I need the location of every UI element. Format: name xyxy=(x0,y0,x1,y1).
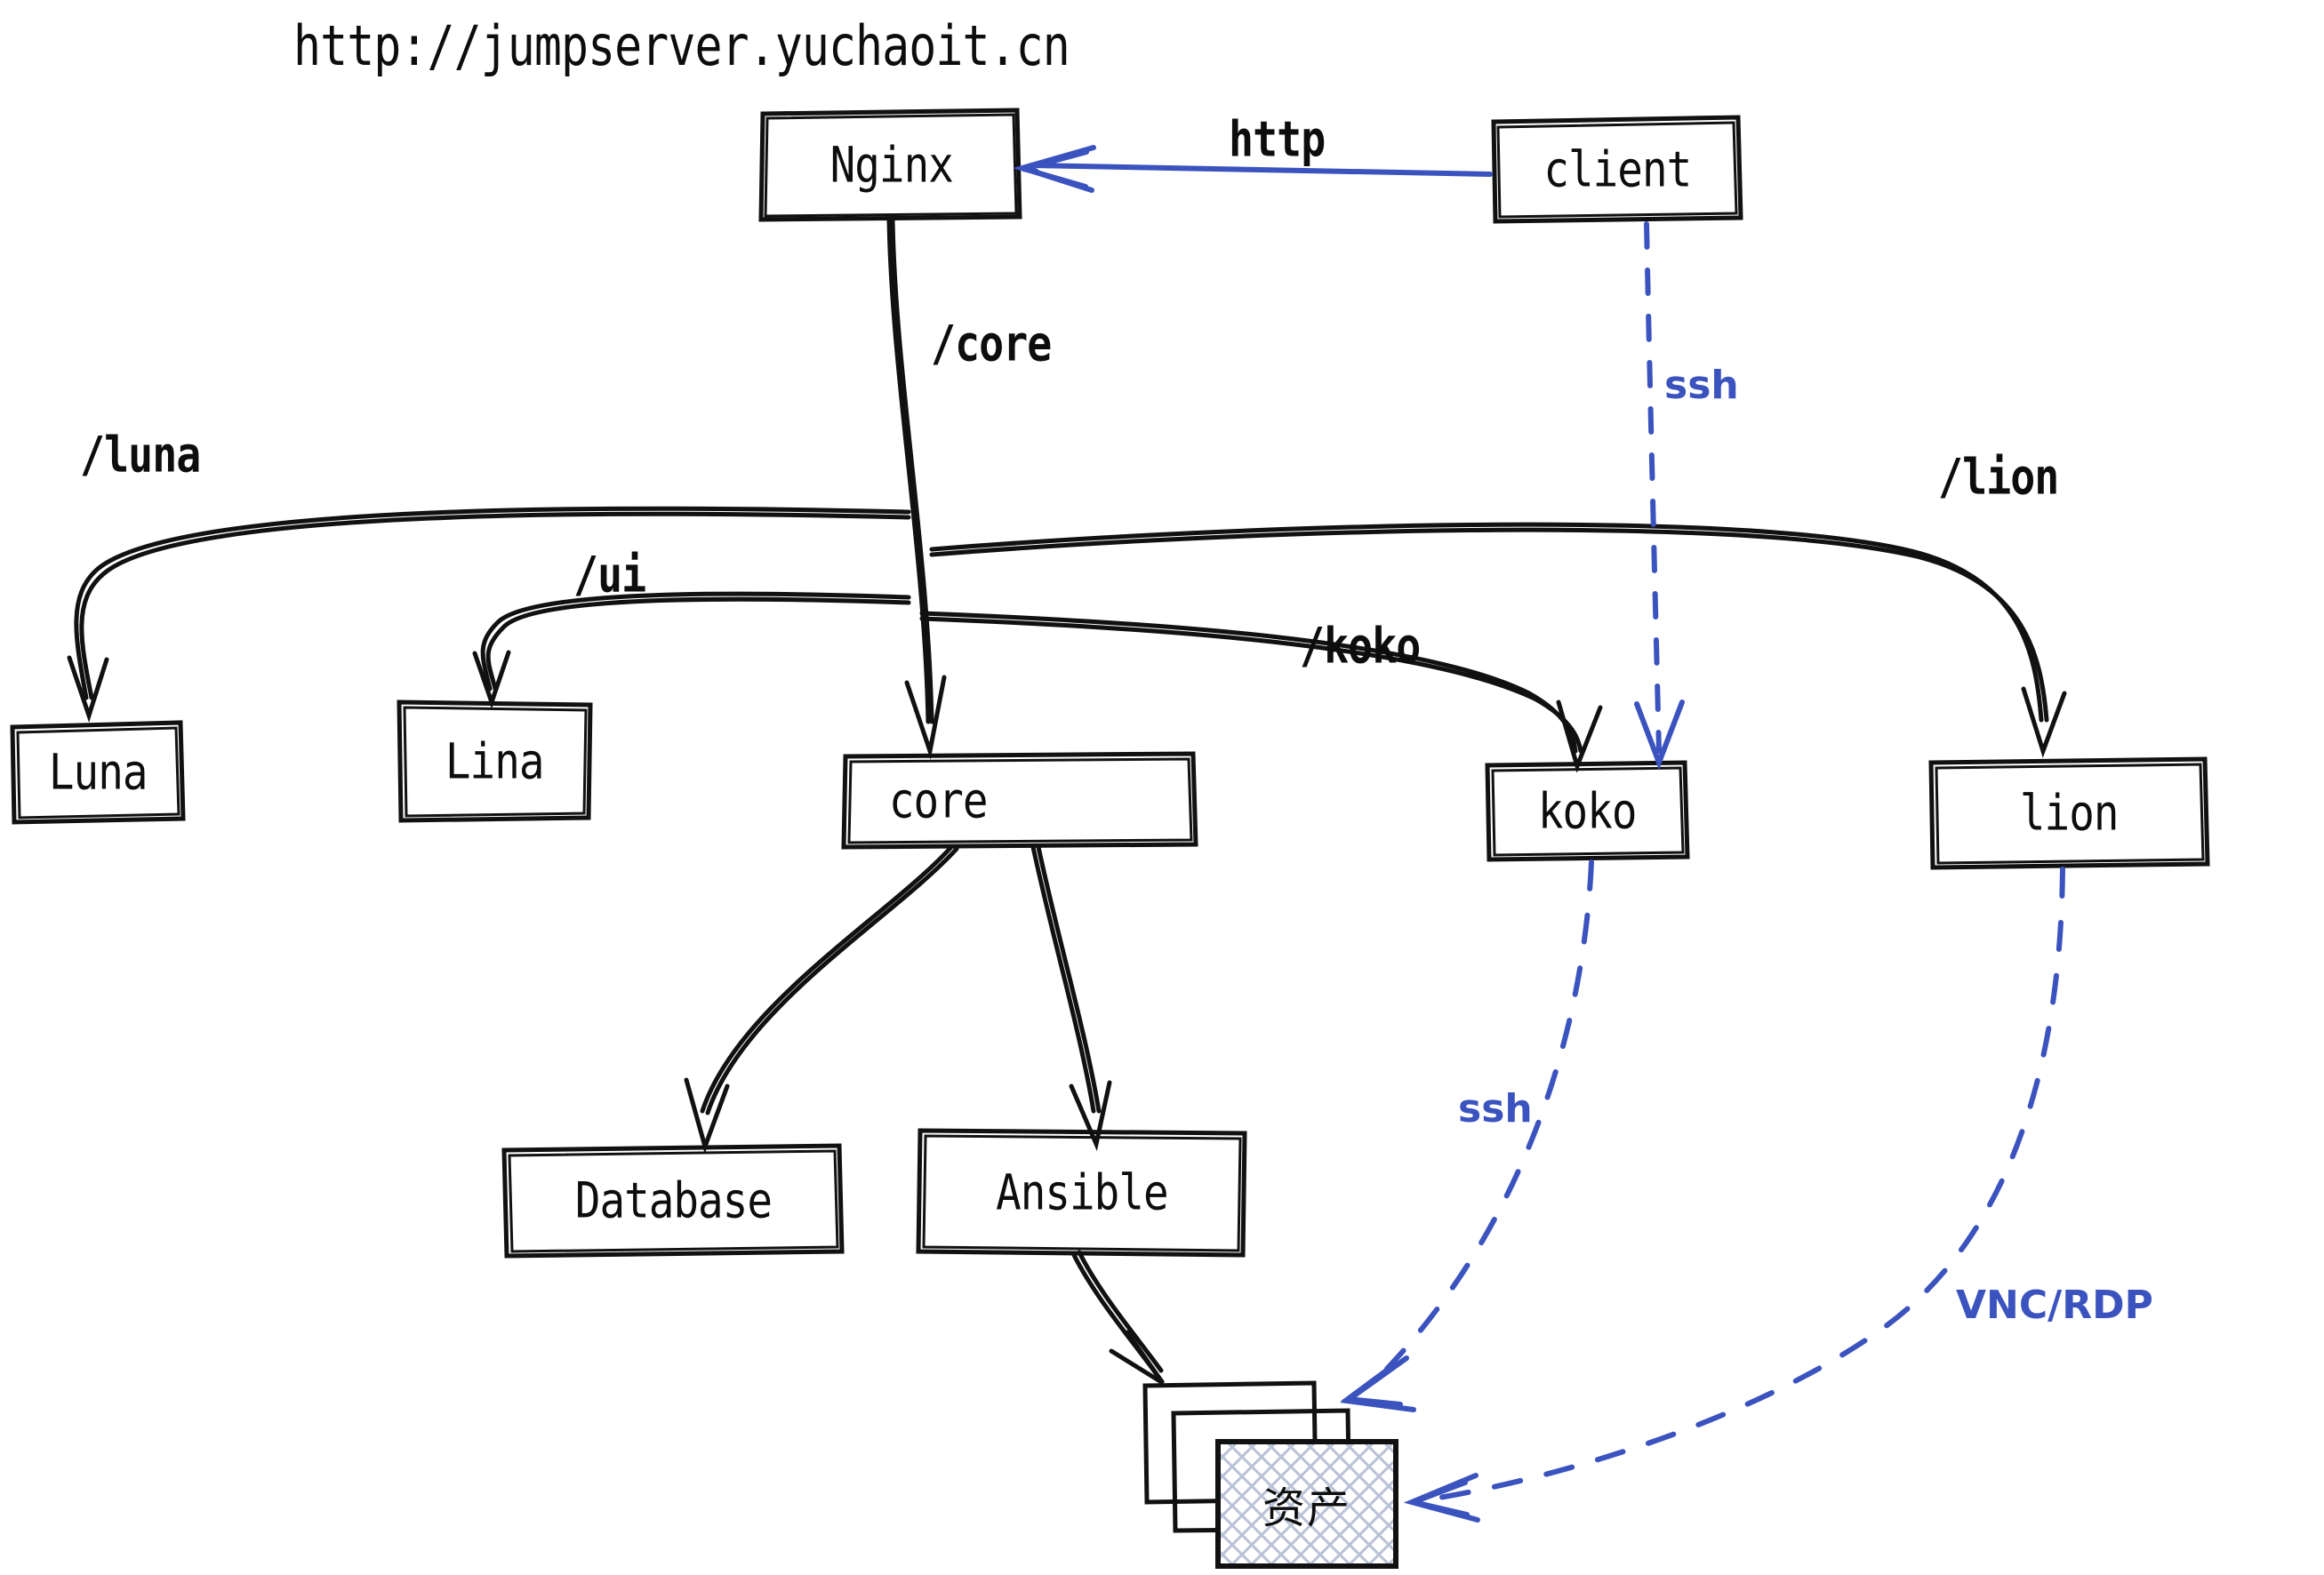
node-text-luna: Luna xyxy=(48,744,148,801)
node-text-client: client xyxy=(1543,140,1692,198)
node-box-lina[interactable] xyxy=(397,700,593,823)
node-label-ansible[interactable]: Ansible xyxy=(918,1131,1245,1255)
node-label-luna[interactable]: Luna xyxy=(12,723,183,822)
node-label-assets[interactable]: 资产 xyxy=(1218,1442,1396,1566)
edge-label-koko: /koko xyxy=(1300,618,1421,675)
node-box-database[interactable] xyxy=(501,1143,845,1259)
edge-core-ansible xyxy=(1030,844,1112,1152)
edge-label-ui: /ui xyxy=(573,547,646,604)
edge-label-http: http xyxy=(1229,111,1326,168)
edge-core-database xyxy=(684,844,959,1155)
node-text-lion: lion xyxy=(2020,785,2120,842)
node-label-database[interactable]: Database xyxy=(504,1146,842,1256)
node-text-nginx: Nginx xyxy=(829,136,954,194)
node-text-assets: 资产 xyxy=(1262,1483,1351,1533)
edge-nginx-luna xyxy=(67,506,911,724)
node-box-nginx[interactable] xyxy=(758,108,1022,222)
node-text-database: Database xyxy=(574,1172,772,1229)
node-text-lina: Lina xyxy=(445,732,545,790)
edge-lion-assets-vncrdp-arrow xyxy=(1403,1473,1480,1523)
edge-koko-assets-ssh xyxy=(1384,859,1594,1371)
node-label-lion[interactable]: lion xyxy=(1931,759,2208,867)
edge-client-koko-ssh xyxy=(1644,221,1662,754)
node-label-client[interactable]: client xyxy=(1494,117,1741,221)
node-text-ansible: Ansible xyxy=(995,1164,1168,1221)
edge-label-ssh-client: ssh xyxy=(1664,363,1739,408)
edge-nginx-lina xyxy=(472,591,911,709)
node-label-nginx[interactable]: Nginx xyxy=(763,110,1021,220)
node-label-lina[interactable]: Lina xyxy=(399,702,590,820)
node-text-koko: koko xyxy=(1538,782,1638,840)
edge-koko-assets-ssh-arrow xyxy=(1340,1355,1416,1412)
edge-nginx-lion xyxy=(929,522,2067,758)
node-box-luna[interactable] xyxy=(10,720,186,825)
edge-nginx-koko xyxy=(919,611,1603,773)
node-box-lion[interactable] xyxy=(1928,756,2210,870)
node-box-core[interactable] xyxy=(841,751,1198,850)
edge-label-core: /core xyxy=(931,316,1052,372)
node-box-client[interactable] xyxy=(1491,115,1743,224)
edge-label-vnc-rdp: VNC/RDP xyxy=(1956,1283,2153,1328)
edge-ansible-assets xyxy=(1071,1250,1166,1386)
edge-client-nginx-http xyxy=(1013,145,1493,193)
node-label-koko[interactable]: koko xyxy=(1487,763,1687,859)
edge-lion-assets-vncrdp xyxy=(1420,867,2065,1503)
edge-label-luna: /luna xyxy=(80,427,201,484)
node-box-koko[interactable] xyxy=(1485,760,1690,862)
node-box-assets[interactable] xyxy=(1142,1380,1398,1569)
node-box-ansible[interactable] xyxy=(916,1128,1247,1258)
edge-label-lion: /lion xyxy=(1938,449,2059,506)
edge-label-ssh-koko: ssh xyxy=(1458,1086,1533,1131)
page-title: http://jumpserver.yuchaoit.cn xyxy=(293,14,1070,79)
edge-nginx-core xyxy=(886,217,947,760)
node-text-core: core xyxy=(888,772,989,829)
edge-client-koko-ssh-arrow xyxy=(1634,700,1685,771)
node-label-core[interactable]: core xyxy=(844,754,1196,847)
